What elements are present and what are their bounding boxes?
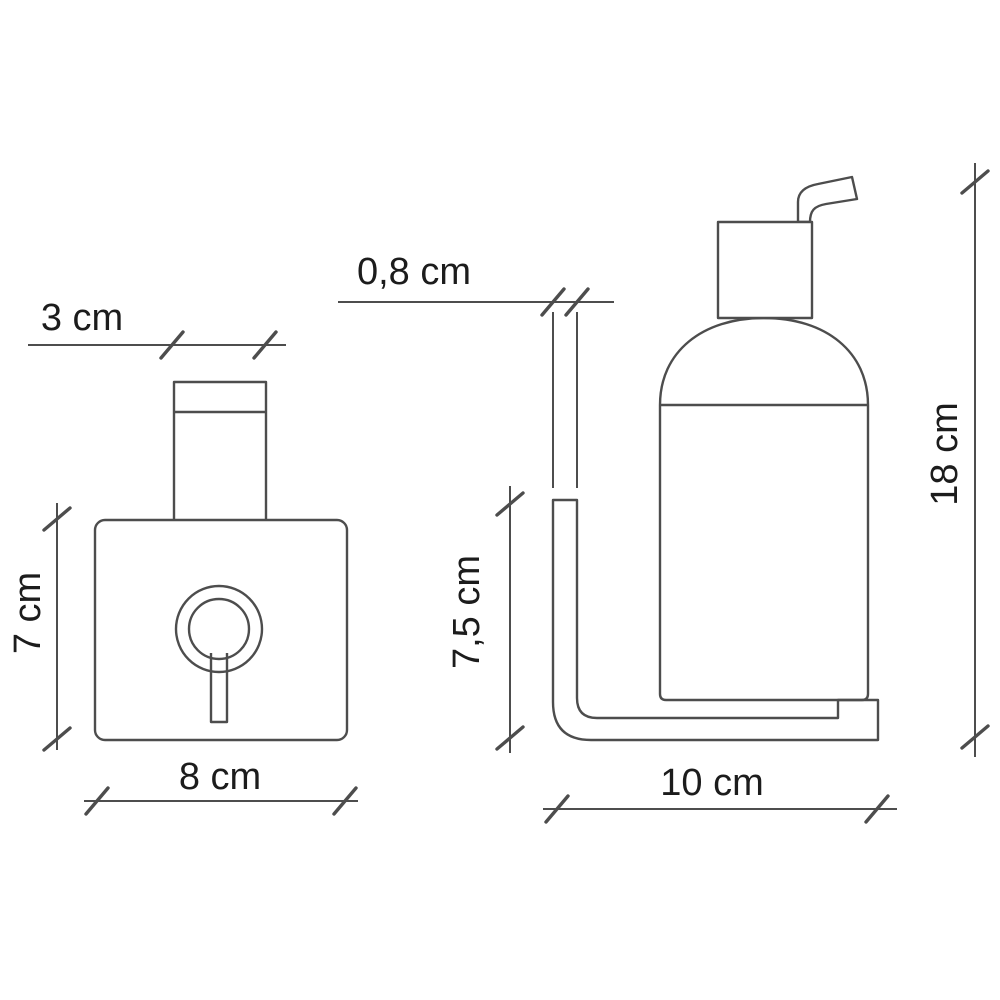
dimensions: 3 cm 7 cm 8 cm [7, 163, 990, 824]
dim-tick [159, 330, 185, 360]
dim-tick [42, 726, 72, 752]
dim-label-holder-width: 8 cm [179, 756, 261, 798]
front-ring-stem [209, 653, 229, 724]
dim-bracket-height: 7,5 cm [446, 486, 525, 753]
bottle-shoulder [658, 316, 870, 406]
wall-bracket [551, 498, 880, 742]
dim-tick [864, 794, 890, 824]
dim-plate-thickness: 0,8 cm [338, 251, 614, 488]
dim-holder-height: 7 cm [7, 503, 72, 752]
front-pump-neck [172, 380, 268, 520]
dim-label-depth: 10 cm [660, 762, 763, 804]
dim-tick [252, 330, 278, 360]
front-ring-inner [187, 597, 251, 661]
dim-tick [495, 491, 525, 517]
side-view [551, 175, 880, 742]
dim-tick [960, 169, 990, 195]
dim-holder-width: 8 cm [84, 756, 358, 816]
dim-label-pump-width: 3 cm [41, 297, 123, 339]
front-view [93, 380, 349, 742]
dim-tick [84, 786, 110, 816]
pump-spout [796, 175, 859, 224]
dim-tick [332, 786, 358, 816]
dim-tick [564, 287, 590, 317]
dim-tick [544, 794, 570, 824]
dim-overall-height: 18 cm [924, 163, 990, 757]
dim-tick [42, 506, 72, 532]
dim-tick [495, 725, 525, 751]
dim-tick [540, 287, 566, 317]
dim-label-bracket-height: 7,5 cm [446, 555, 488, 669]
dim-depth: 10 cm [543, 762, 897, 824]
front-ring-outer [174, 584, 264, 674]
dim-label-plate-thickness: 0,8 cm [357, 251, 471, 293]
dim-pump-width: 3 cm [28, 297, 286, 360]
front-holder-body [93, 518, 349, 742]
dim-label-overall-height: 18 cm [924, 402, 966, 505]
bottle-body [658, 405, 870, 702]
pump-head [716, 220, 814, 320]
dim-label-holder-height: 7 cm [7, 572, 49, 654]
dim-tick [960, 724, 990, 750]
